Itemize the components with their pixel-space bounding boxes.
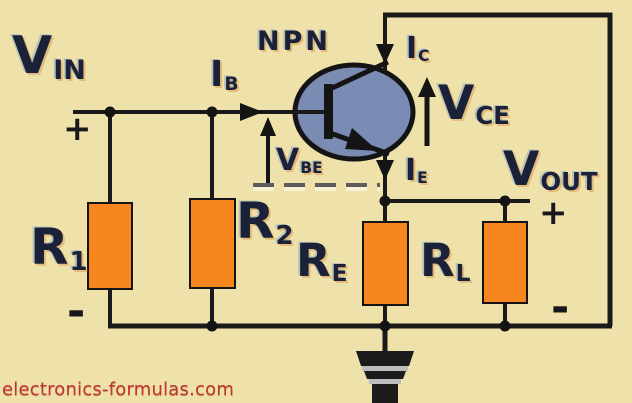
junction-dot	[499, 320, 511, 332]
junction-dot	[379, 320, 391, 332]
junction-dot	[206, 106, 218, 118]
junction-dot	[499, 195, 511, 207]
ic-current-arrow-icon	[376, 44, 394, 64]
vout-main: V	[503, 142, 540, 197]
ground-bar-2	[362, 366, 408, 371]
ib-sub: B	[224, 74, 239, 96]
resistor-re-body	[362, 221, 409, 306]
re-main: R	[296, 234, 331, 287]
vce-arrow-icon	[418, 77, 436, 97]
ic-main: I	[406, 31, 418, 66]
r2-main: R	[236, 192, 275, 250]
ib-label: IB	[210, 57, 239, 95]
vbe-main: V	[276, 143, 300, 178]
vin-main: V	[12, 26, 53, 86]
output-minus-sign: -	[551, 282, 570, 333]
vce-sub: CE	[475, 101, 511, 131]
resistor-rl-body	[482, 221, 528, 304]
ie-sub: E	[417, 169, 428, 188]
vbe-label: VBE	[276, 146, 323, 177]
ie-current-arrow-icon	[376, 160, 394, 180]
ground-bar-3	[364, 371, 406, 379]
ground-bar-4	[369, 379, 401, 384]
rl-sub: L	[455, 259, 471, 288]
ib-main: I	[210, 54, 224, 95]
ie-label: IE	[405, 156, 428, 187]
npn-label: NPN	[257, 26, 331, 57]
vin-sub: IN	[53, 54, 86, 86]
ic-label: IC	[406, 34, 430, 65]
ground-bar-5	[372, 384, 398, 403]
vce-label: VCE	[438, 80, 510, 129]
emitter-arrow-icon	[345, 128, 378, 151]
resistor-r1-body	[87, 202, 133, 290]
transistor-collector-lead	[328, 59, 390, 92]
vbe-arrow-icon	[260, 117, 276, 136]
junction-dot	[104, 106, 116, 118]
vout-label: VOUT	[503, 146, 598, 195]
vce-main: V	[438, 76, 475, 131]
re-sub: E	[331, 259, 348, 288]
r2-sub: 2	[275, 220, 294, 251]
resistor-r2-body	[189, 198, 236, 289]
ic-sub: C	[418, 47, 430, 66]
top-right-rail-wire	[383, 12, 613, 326]
vbe-sub: BE	[300, 159, 323, 178]
re-label: RE	[296, 238, 348, 286]
ground-bar-1	[356, 351, 414, 366]
r1-label: R1	[30, 222, 88, 275]
r1-sub: 1	[69, 246, 88, 277]
output-plus-sign: +	[539, 193, 568, 233]
input-minus-sign: -	[67, 286, 86, 337]
junction-dot	[206, 320, 218, 332]
input-plus-sign: +	[63, 109, 92, 149]
ie-main: I	[405, 153, 417, 188]
ib-current-arrow-icon	[240, 103, 263, 121]
r1-main: R	[30, 218, 69, 276]
vout-sub: OUT	[540, 167, 598, 197]
junction-dot	[379, 195, 391, 207]
transistor-base-bar	[324, 84, 333, 139]
watermark-text: electronics-formulas.com	[2, 379, 235, 400]
rl-main: R	[420, 234, 455, 287]
r2-label: R2	[236, 196, 294, 249]
vin-label: VIN	[12, 30, 86, 84]
rl-label: RL	[420, 238, 471, 286]
